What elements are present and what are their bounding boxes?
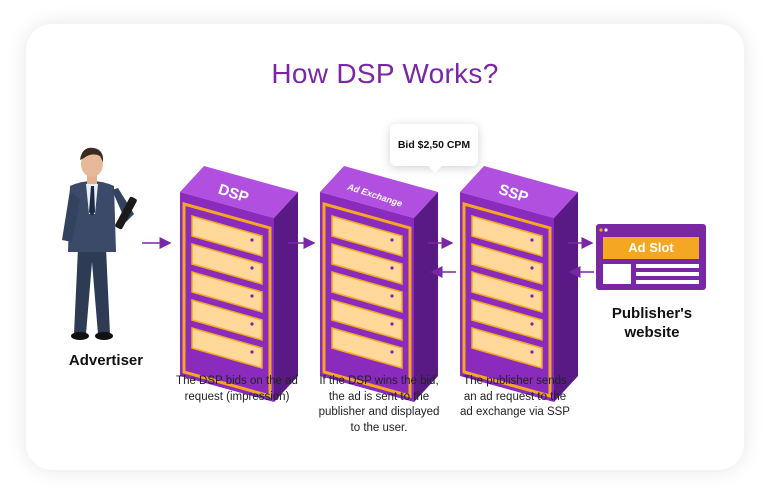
- publisher-label: Publisher's website: [611, 305, 693, 341]
- diagram-title: How DSP Works?: [271, 58, 499, 89]
- bid-bubble: Bid $2,50 CPM: [390, 124, 478, 173]
- advertiser-figure: [62, 147, 137, 340]
- ssp-caption: The publisher sends an ad request to the…: [460, 375, 570, 418]
- ad-exchange-caption: If the DSP wins the bid, the ad is sent …: [318, 375, 440, 434]
- ad-slot-label: Ad Slot: [628, 240, 674, 255]
- advertiser-label: Advertiser: [68, 352, 144, 369]
- bid-bubble-text: Bid $2,50 CPM: [397, 139, 471, 151]
- publisher-website-graphic: [596, 224, 706, 290]
- dsp-caption: The DSP bids on the ad request (impressi…: [176, 375, 298, 403]
